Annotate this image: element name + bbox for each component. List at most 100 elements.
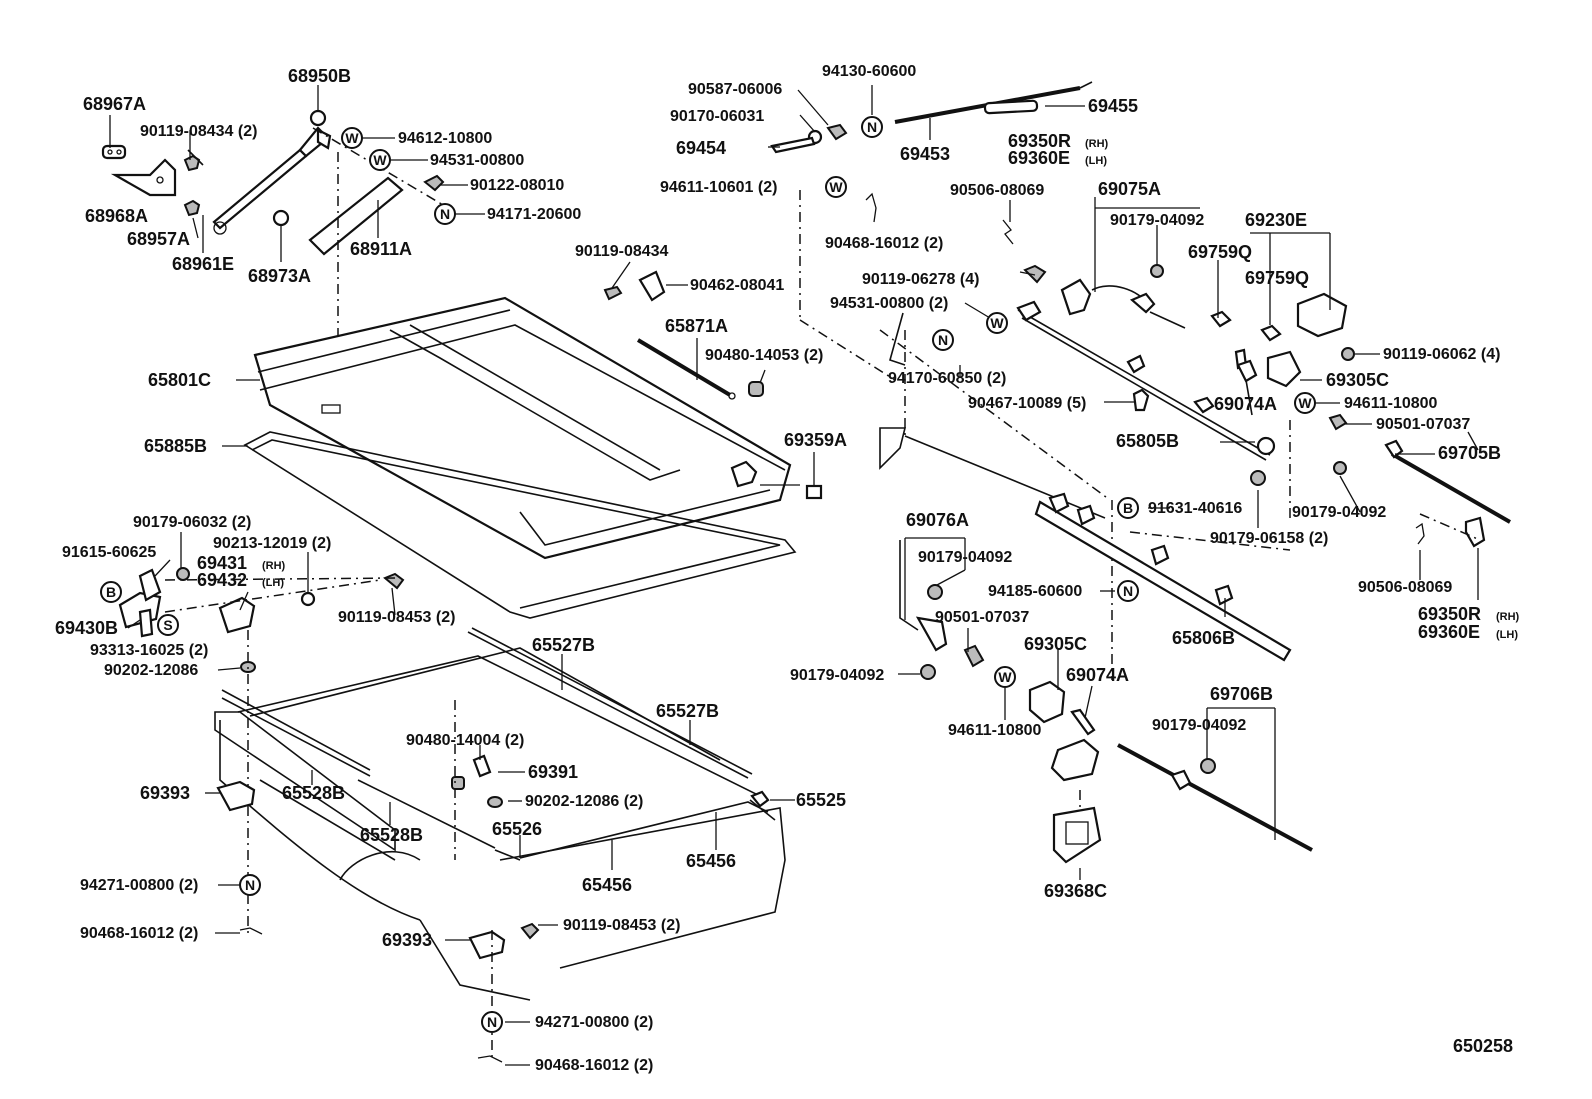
- bracket-68967A-shape: [101, 144, 127, 160]
- label-69759Q-b: 69759Q: [1245, 268, 1309, 288]
- bolt-symbol: [100, 581, 122, 603]
- truck-bed-drawing: [214, 627, 786, 1063]
- label-65806B: 65806B: [1172, 628, 1235, 648]
- label-68957A: 68957A: [127, 229, 190, 249]
- label-90119-08434-2: 90119-08434 (2): [140, 123, 257, 140]
- label-90119-08453-2-b: 90119-08453 (2): [563, 917, 680, 934]
- clip-90467-shape: [1132, 388, 1150, 412]
- bolt-symbol: [1117, 497, 1139, 519]
- label-94611-10800-top: 94611-10800: [1344, 395, 1438, 412]
- label-69455: 69455: [1088, 96, 1138, 116]
- label-65528B-b: 65528B: [360, 825, 423, 845]
- rail-65528B-shape: [221, 689, 371, 771]
- label-69430B: 69430B: [55, 618, 118, 638]
- label-68967A: 68967A: [83, 94, 146, 114]
- rod-assembly-drawing: [603, 81, 1511, 680]
- washer-symbol: [994, 666, 1016, 688]
- label-90179-04092-d: 90179-04092: [790, 667, 884, 684]
- label-90587-06006: 90587-06006: [688, 81, 782, 98]
- diagram-id: 650258: [1453, 1036, 1513, 1056]
- label-94271-00800-2-b: 94271-00800 (2): [535, 1014, 653, 1031]
- rod-65805B-shape: [1017, 309, 1271, 456]
- label-65871A: 65871A: [665, 316, 728, 336]
- svg-text:W: W: [998, 669, 1012, 685]
- label-90468-16012-2-a: 90468-16012 (2): [80, 925, 198, 942]
- label-69431: 69431: [197, 553, 247, 573]
- label-69454: 69454: [676, 138, 726, 158]
- sleeve-69455-shape: [983, 99, 1039, 115]
- label-65805B: 65805B: [1116, 431, 1179, 451]
- label-90179-04092-b: 90179-04092: [1292, 504, 1386, 521]
- bolt-90119-08434-shape: [183, 154, 201, 172]
- part-labels: 68967A 90119-08434 (2) 68968A 68957A 689…: [55, 63, 1520, 1074]
- clip-69393-bottom-shape: [468, 930, 506, 960]
- lid-panel-65801C-shape: [253, 296, 792, 560]
- bushing-90587-shape: [826, 123, 848, 141]
- svg-text:N: N: [440, 206, 450, 222]
- label-90480-14053-2: 90480-14053 (2): [705, 347, 823, 364]
- label-69075A: 69075A: [1098, 179, 1161, 199]
- label-94130-60600: 94130-60600: [822, 63, 916, 80]
- label-69706B: 69706B: [1210, 684, 1273, 704]
- hinge-bracket-shape: [110, 158, 177, 197]
- label-lh-left: (LH): [262, 577, 284, 589]
- label-90119-08434: 90119-08434: [575, 243, 669, 260]
- label-90179-04092-a: 90179-04092: [1110, 212, 1204, 229]
- svg-text:N: N: [487, 1014, 497, 1030]
- svg-text:W: W: [373, 152, 387, 168]
- label-69350R-top: 69350R: [1008, 131, 1071, 151]
- label-69076A: 69076A: [906, 510, 969, 530]
- label-69368C: 69368C: [1044, 881, 1107, 901]
- label-90468-16012-2-top: 90468-16012 (2): [825, 235, 943, 252]
- svg-text:N: N: [867, 119, 877, 135]
- label-94611-10601-2: 94611-10601 (2): [660, 179, 777, 196]
- svg-text:W: W: [829, 179, 843, 195]
- washer-symbol: [341, 127, 363, 149]
- washer-symbol: [825, 176, 847, 198]
- label-90179-04092-c: 90179-04092: [918, 549, 1012, 566]
- lock-housing-shape: [1060, 278, 1092, 316]
- label-68968A: 68968A: [85, 206, 148, 226]
- label-90468-16012-2-b: 90468-16012 (2): [535, 1057, 653, 1074]
- catch-69230E-shape: [1296, 292, 1348, 338]
- nut-symbol: [434, 203, 456, 225]
- label-69393-b: 69393: [382, 930, 432, 950]
- label-94612-10800: 94612-10800: [398, 130, 492, 147]
- label-65528B-a: 65528B: [282, 783, 345, 803]
- latch-plate-shape: [730, 460, 758, 488]
- label-90119-08453-2-a: 90119-08453 (2): [338, 609, 455, 626]
- label-68973A: 68973A: [248, 266, 311, 286]
- label-94170-60850-2: 94170-60850 (2): [888, 370, 1006, 387]
- label-69305C-top: 69305C: [1326, 370, 1389, 390]
- hinge-69431-shape: [218, 596, 256, 634]
- label-lh-bot: (LH): [1496, 629, 1518, 641]
- label-94185-60600: 94185-60600: [988, 583, 1082, 600]
- label-94611-10800-bot: 94611-10800: [948, 722, 1042, 739]
- label-90202-12086-2: 90202-12086 (2): [525, 793, 643, 810]
- label-69432: 69432: [197, 570, 247, 590]
- label-91631-40616: 91631-40616: [1148, 500, 1242, 517]
- label-65527B-a: 65527B: [532, 635, 595, 655]
- label-90467-10089-5: 90467-10089 (5): [968, 395, 1086, 412]
- label-69230E: 69230E: [1245, 210, 1307, 230]
- label-90506-08069-bot: 90506-08069: [1358, 579, 1452, 596]
- label-94531-00800-2: 94531-00800 (2): [830, 295, 948, 312]
- cap-69359A-shape: [805, 484, 823, 500]
- hood-lid-drawing: [243, 296, 823, 619]
- fastener-symbols: W W N N W W N W B N W B S N N: [100, 116, 1316, 1033]
- bracket-65806B-shape: [1034, 500, 1292, 662]
- svg-text:N: N: [938, 332, 948, 348]
- nut-symbol: [239, 874, 261, 896]
- label-94171-20600: 94171-20600: [487, 206, 581, 223]
- washer-symbol: [1294, 392, 1316, 414]
- label-90179-04092-e: 90179-04092: [1152, 717, 1246, 734]
- escutcheon-shape: [1050, 738, 1100, 782]
- handle-69368C-shape: [1052, 806, 1102, 864]
- rod-65871A-shape: [636, 338, 732, 397]
- cushion-90480-shape: [748, 381, 764, 397]
- washer-symbol: [369, 149, 391, 171]
- nut-symbol: [481, 1011, 503, 1033]
- label-69705B: 69705B: [1438, 443, 1501, 463]
- nut-symbol: [1117, 580, 1139, 602]
- label-65527B-b: 65527B: [656, 701, 719, 721]
